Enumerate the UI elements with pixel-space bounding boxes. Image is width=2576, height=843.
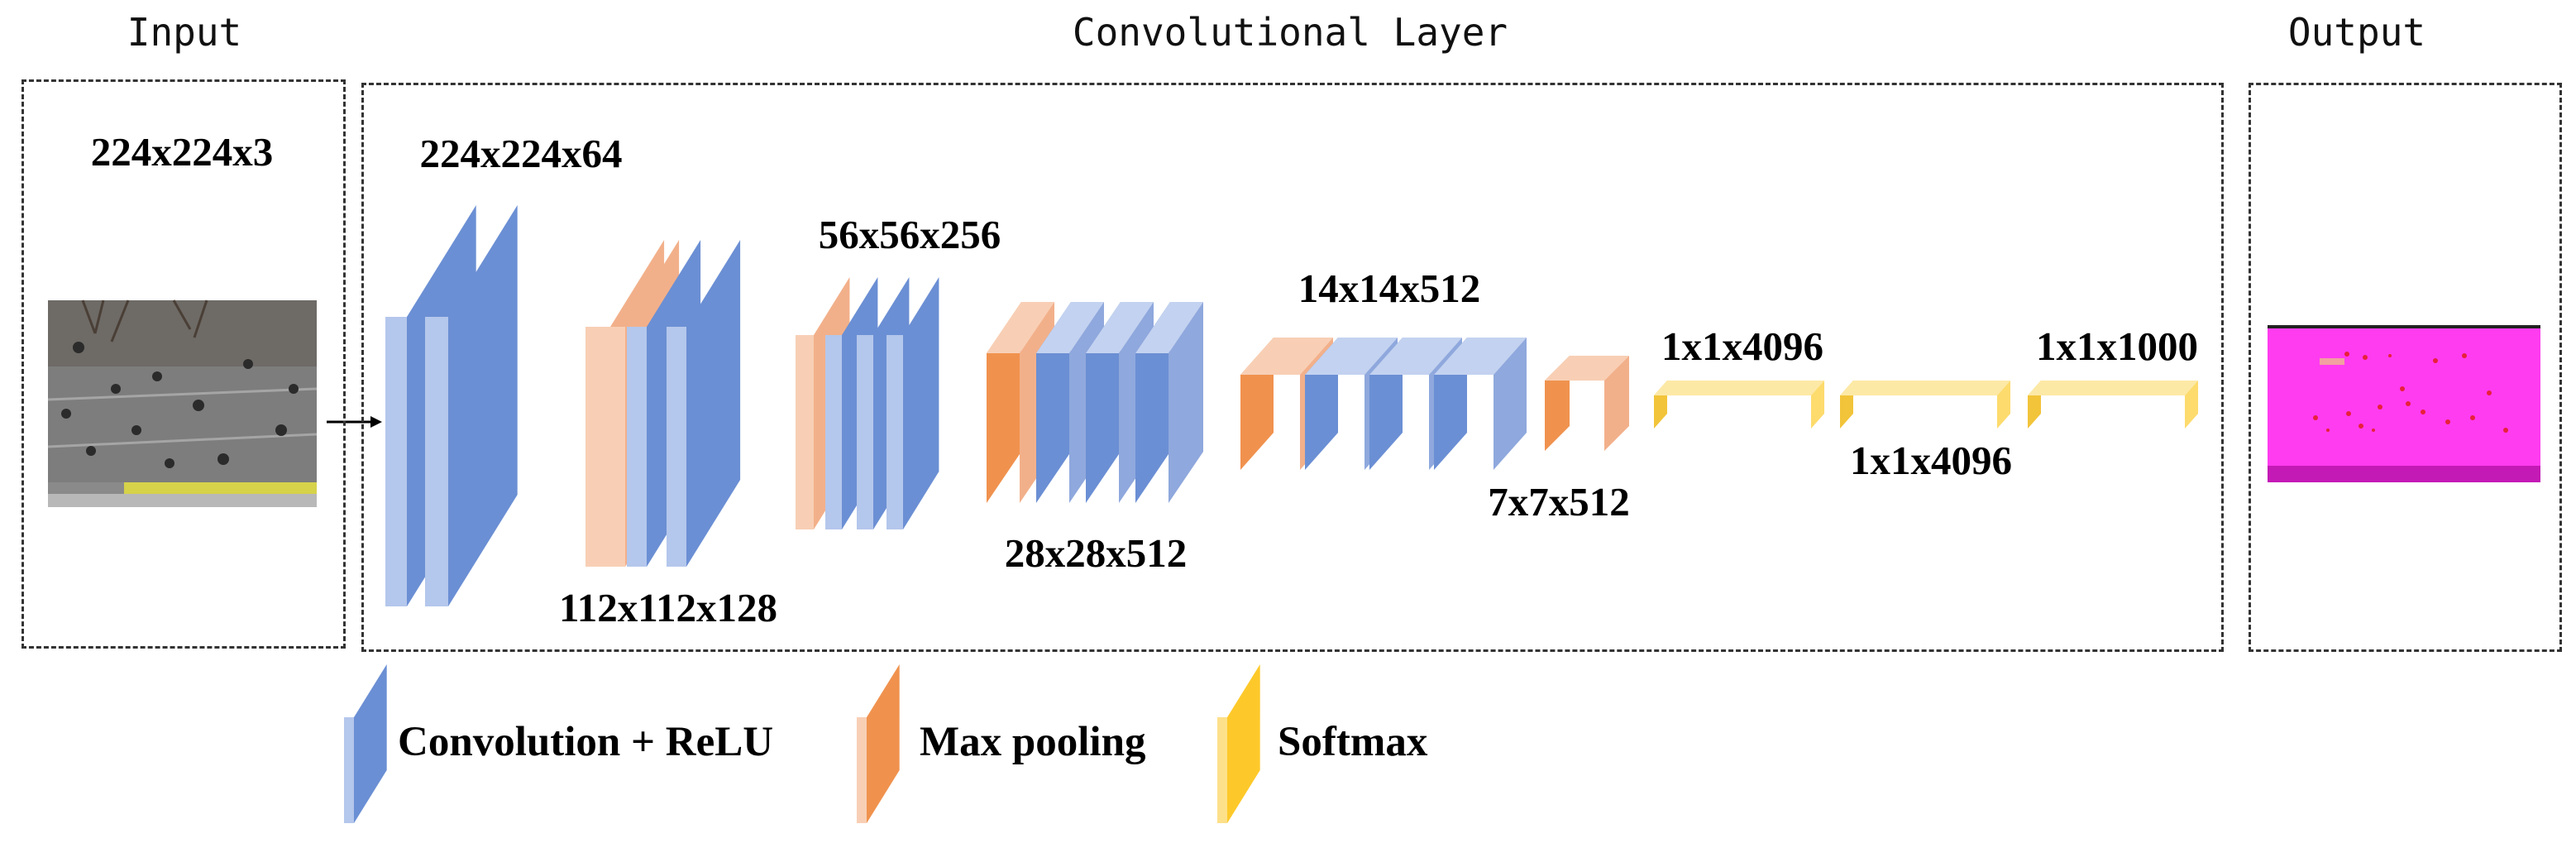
conv-block-1b-edge [425, 317, 448, 606]
legend-swatch-conv-face [354, 664, 387, 823]
input-dim-label: 224x224x3 [90, 129, 274, 175]
pool-block-2a-edge [585, 327, 610, 567]
legend-label-conv: Convolution + ReLU [398, 719, 774, 765]
input-section-title: Input [127, 10, 242, 55]
legend-label-softmax: Softmax [1278, 719, 1428, 765]
output-section-box [2249, 83, 2562, 652]
input-section-box [22, 79, 346, 649]
dim-label-28x28x512: 28x28x512 [1004, 530, 1188, 576]
dim-label-fc1: 1x1x4096 [1661, 323, 1823, 369]
conv-section-title: Convolutional Layer [1072, 10, 1508, 55]
conv-block-4c-top [1135, 302, 1203, 353]
layer-blocks [344, 205, 2198, 823]
fc-block-2-top [1840, 381, 2010, 395]
legend-swatch-conv-edge [344, 717, 354, 823]
conv-block-3c-edge [887, 335, 903, 529]
pool-block-2b-edge [609, 327, 625, 567]
conv-block-2b-edge [667, 327, 686, 567]
conv-block-4b-top [1086, 302, 1154, 353]
pool-block-3-edge [796, 335, 814, 529]
dim-label-fc2: 1x1x4096 [1850, 438, 2012, 483]
dim-label-112x112x128: 112x112x128 [558, 585, 778, 630]
legend-swatch-softmax-edge [1217, 717, 1227, 823]
fc-block-3-front [2185, 381, 2198, 429]
legend-swatch-pool-face [867, 664, 900, 823]
input-arrow [327, 416, 382, 428]
conv-block-4c-front [1169, 302, 1203, 503]
legend-swatch-pool-edge [857, 717, 867, 823]
conv-block-5c-top [1434, 338, 1527, 375]
conv-block-2b-face [686, 240, 741, 567]
dim-label-224x224x64: 224x224x64 [419, 131, 623, 176]
fc-block-1-top [1654, 381, 1824, 395]
output-section-title: Output [2287, 10, 2426, 55]
conv-block-1b-face [448, 205, 518, 606]
conv-block-5b-top [1369, 338, 1462, 375]
conv-block-2a-edge [627, 327, 647, 567]
pool-block-6-top [1545, 356, 1629, 381]
pool-block-6-front [1604, 356, 1629, 451]
conv-block-3b-edge [857, 335, 873, 529]
dim-label-14x14x512: 14x14x512 [1298, 266, 1481, 311]
fc-block-3-top [2028, 381, 2198, 395]
conv-block-5c-front [1494, 338, 1527, 470]
fc-block-1-front [1811, 381, 1824, 429]
conv-block-3c-face [903, 277, 939, 529]
conv-block-5a-top [1305, 338, 1398, 375]
conv-block-4a-top [1036, 302, 1104, 353]
dim-label-fc3: 1x1x1000 [2036, 323, 2198, 369]
dim-label-7x7x512: 7x7x512 [1488, 479, 1630, 524]
pool-block-4-top [987, 302, 1054, 353]
legend-swatch-softmax-face [1227, 664, 1260, 823]
output-image [2268, 325, 2540, 482]
fc-block-2-front [1997, 381, 2010, 429]
conv-block-3a-edge [825, 335, 842, 529]
conv-section-box [361, 83, 2224, 652]
pool-block-5-top [1240, 338, 1333, 375]
input-image [47, 299, 318, 507]
conv-block-1a-edge [385, 317, 407, 606]
dim-label-56x56x256: 56x56x256 [818, 212, 1001, 257]
legend-label-pool: Max pooling [920, 719, 1146, 765]
